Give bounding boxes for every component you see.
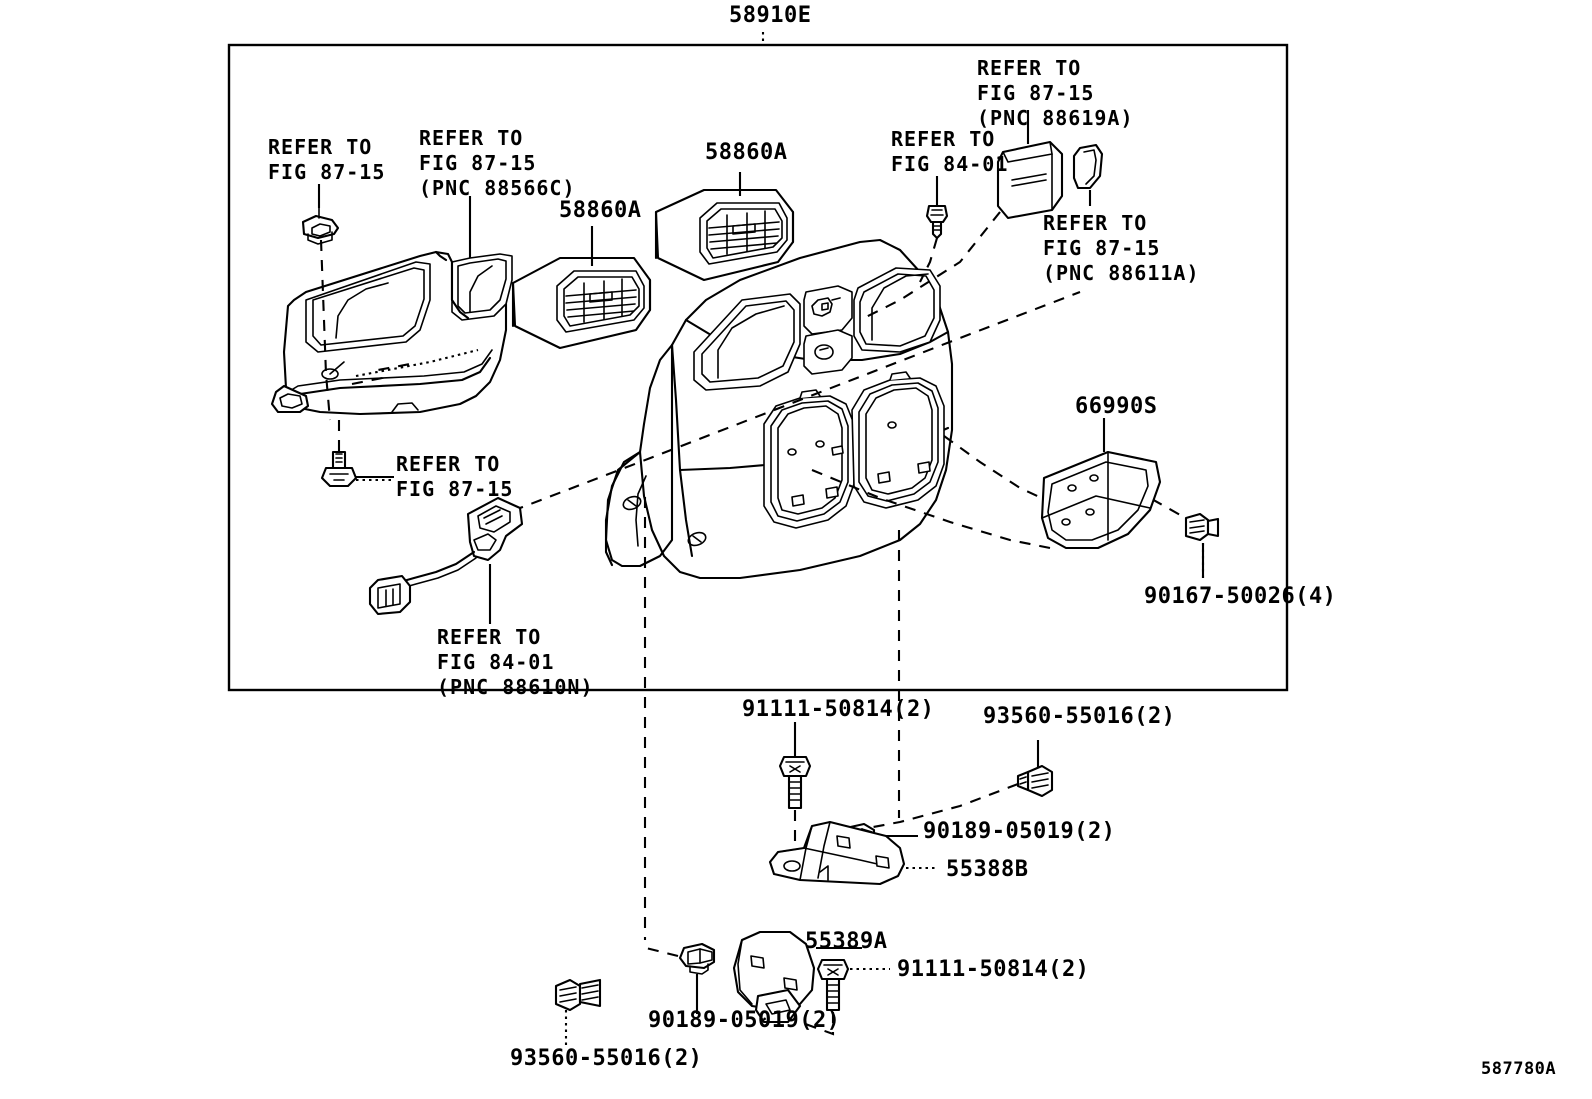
label-refer-pnc-88611a: REFER TO FIG 87-15 (PNC 88611A) (1043, 211, 1200, 285)
label-bracket-55388b: 55388B (946, 857, 1029, 882)
clip-nut-90189-lower (678, 942, 716, 975)
label-vent-right-58860a: 58860A (705, 140, 788, 165)
bolt-91111-lower (816, 958, 850, 1012)
label-refer-pnc-88619a: REFER TO FIG 87-15 (PNC 88619A) (977, 56, 1134, 130)
label-vent-left-58860a: 58860A (559, 198, 642, 223)
screw-93560-lower (554, 978, 602, 1012)
connector-harness-88610n (368, 496, 524, 616)
label-screw-90167-50026: 90167-50026(4) (1144, 584, 1337, 609)
figure-code: 587780A (1481, 1059, 1557, 1079)
label-cluster-pnc-88566c: REFER TO FIG 87-15 (PNC 88566C) (419, 126, 576, 200)
label-bracket-55389a: 55389A (805, 929, 888, 954)
screw-90167-50026 (1184, 512, 1220, 542)
screw-93560-upper (1016, 764, 1054, 798)
cluster-hood-assembly (270, 250, 513, 416)
label-bolt-91111-lower: 91111-50814(2) (897, 957, 1090, 982)
side-cover-panel-66990s (1040, 450, 1162, 550)
instrument-panel-finish-panel (604, 238, 954, 580)
air-register-vent-left (511, 256, 652, 350)
label-clip-90189-upper: 90189-05019(2) (923, 819, 1116, 844)
switch-hole-cover-88619a (996, 140, 1064, 220)
bolt-hood-lower (320, 450, 358, 488)
diagram-frame (227, 43, 1289, 692)
bracket-55388b (768, 820, 906, 886)
bracket-55389a (732, 930, 816, 1024)
label-66990s: 66990S (1075, 394, 1158, 419)
bolt-91111-upper (778, 755, 812, 810)
screw-84-01 (925, 204, 949, 240)
label-refer-87-15-lower: REFER TO FIG 87-15 (396, 452, 514, 501)
label-screw-93560-lower: 93560-55016(2) (510, 1046, 703, 1071)
clip-fastener-upper-left (301, 205, 340, 245)
air-register-vent-right (654, 188, 795, 282)
label-refer-pnc-88610n: REFER TO FIG 84-01 (PNC 88610N) (437, 625, 594, 699)
cap-88611a (1072, 143, 1104, 190)
label-refer-84-01-top: REFER TO FIG 84-01 (891, 127, 1009, 176)
label-58910e: 58910E (729, 3, 812, 28)
label-cluster-refer-87-15: REFER TO FIG 87-15 (268, 135, 386, 184)
label-screw-93560-upper: 93560-55016(2) (983, 704, 1176, 729)
label-bolt-91111-upper: 91111-50814(2) (742, 697, 935, 722)
label-clip-90189-lower: 90189-05019(2) (648, 1008, 841, 1033)
